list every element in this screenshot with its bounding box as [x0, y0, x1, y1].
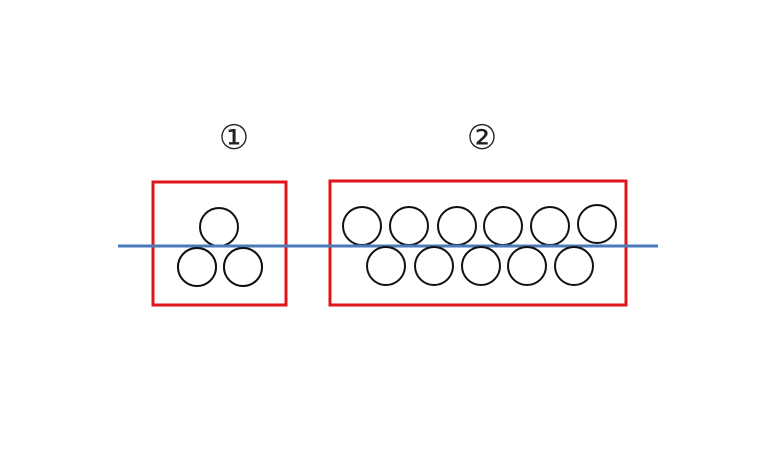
circle [223, 247, 263, 287]
group-1-box [151, 180, 288, 307]
circle [554, 246, 594, 286]
group-1-label: ① [218, 118, 250, 158]
circle [461, 246, 501, 286]
group-2-circles-top-row [342, 204, 617, 246]
circle [342, 206, 382, 246]
group-2-circles-bottom-row [366, 246, 594, 286]
circle [530, 206, 570, 246]
group-1-circles-overlay [177, 247, 263, 287]
circle [414, 246, 454, 286]
circle [437, 206, 477, 246]
circle [177, 247, 217, 287]
circle [507, 246, 547, 286]
circle [577, 204, 617, 244]
group-2-label: ② [466, 118, 498, 158]
circle [483, 206, 523, 246]
circle [389, 206, 429, 246]
circle [366, 246, 406, 286]
group-2-box [328, 179, 628, 307]
circle [199, 207, 239, 247]
